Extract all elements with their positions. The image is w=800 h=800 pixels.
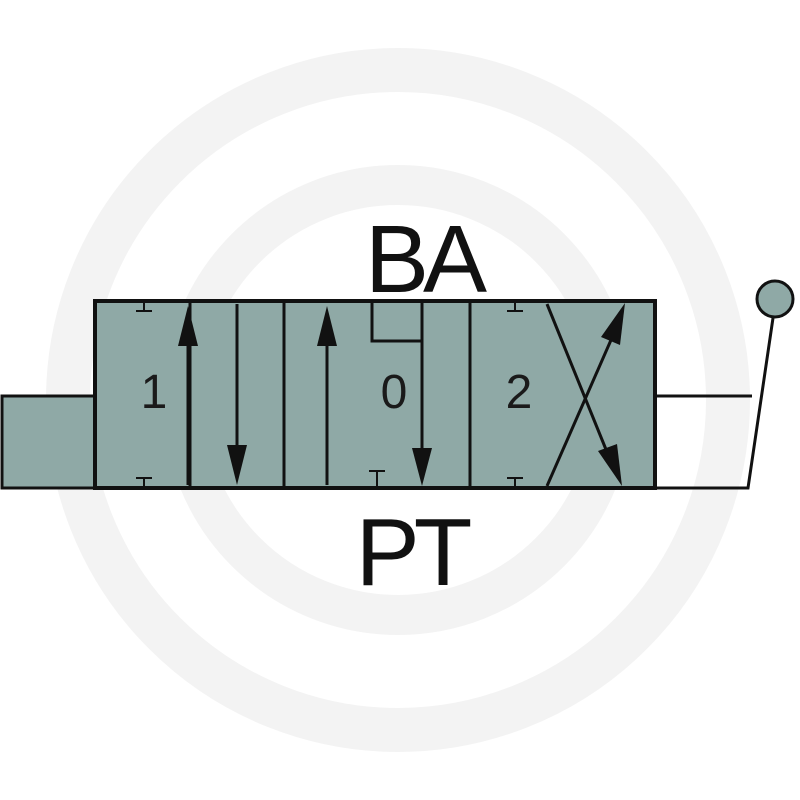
center-connection <box>370 303 424 343</box>
valve-body <box>93 299 657 490</box>
position-2-envelope: 2 <box>506 303 625 487</box>
arrow-head-up-right-icon <box>601 303 625 345</box>
cross-line-b <box>545 339 613 487</box>
position-0-label: 0 <box>381 366 408 419</box>
position-1-label: 1 <box>141 366 168 419</box>
arrow-head-up-icon <box>317 306 337 346</box>
arrow-head-down-right-icon <box>598 444 622 486</box>
lever-actuator <box>655 279 795 490</box>
position-2-label: 2 <box>506 366 533 419</box>
position-0-envelope: 0 <box>317 303 432 486</box>
arrow-head-up-icon <box>178 306 198 346</box>
lever-knob-icon <box>755 279 795 319</box>
arrow-head-down-icon <box>412 448 432 486</box>
arrow-head-down-icon <box>227 445 247 485</box>
port-label-top: BA <box>365 206 487 313</box>
spring-return-box <box>0 394 97 490</box>
position-1-envelope: 1 <box>136 303 247 486</box>
port-label-bottom: PT <box>356 499 471 606</box>
cross-line-a <box>545 303 609 453</box>
